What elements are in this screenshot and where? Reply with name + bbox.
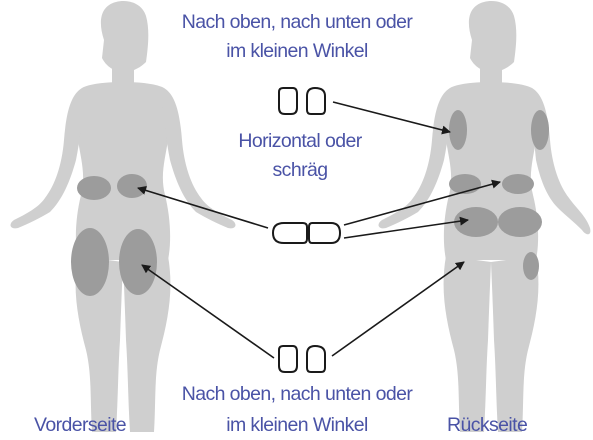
top-label-line1: Nach oben, nach unten oder — [182, 11, 414, 33]
front-abdomen-right-site — [117, 174, 147, 198]
middle-label-line2: schräg — [273, 159, 328, 181]
arrow-top-to-back-arm — [333, 102, 450, 132]
front-body-figure — [11, 1, 236, 432]
back-buttock-right-site — [498, 207, 542, 237]
front-abdomen-left-site — [77, 176, 111, 200]
front-side-label: Vorderseite — [34, 414, 126, 436]
middle-label-line1: Horizontal oder — [238, 130, 362, 152]
top-label-line2: im kleinen Winkel — [226, 40, 368, 62]
back-thigh-site — [523, 252, 539, 280]
pod-pair-vertical-icon — [279, 88, 325, 114]
back-side-label: Rückseite — [447, 414, 527, 436]
pod-pair-vertical-bottom-icon — [279, 346, 325, 372]
front-thigh-right-site — [119, 229, 157, 295]
back-upper-arm-left-site — [449, 110, 467, 150]
pod-pair-horizontal-icon — [273, 223, 340, 243]
back-buttock-left-site — [454, 207, 498, 237]
back-lower-back-right-site — [502, 174, 534, 194]
arrow-bottom-to-back-thigh — [332, 262, 464, 356]
back-upper-arm-right-site — [531, 110, 549, 150]
bottom-label-line1: Nach oben, nach unten oder — [182, 383, 414, 405]
bottom-label-line2: im kleinen Winkel — [226, 414, 368, 436]
front-thigh-left-site — [71, 228, 109, 296]
